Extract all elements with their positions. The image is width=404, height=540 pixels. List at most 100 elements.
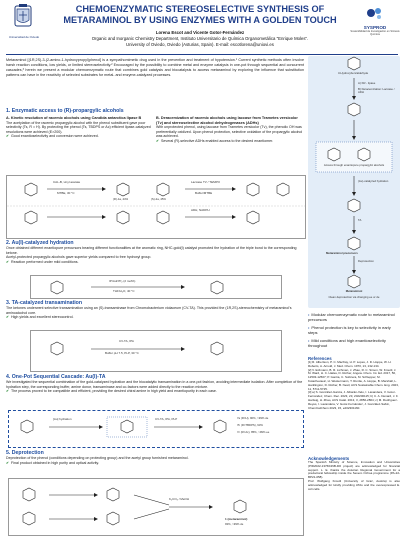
reference-item: [2] V. Erdmann, B. R. Lichman, J. Zhao, … [308,367,399,391]
scheme-1: CAL-B, vinyl acetate MTBE, 30 °C (R)-1a,… [6,175,306,239]
rp-start-label: 3-Hydroxybenzaldehyde [338,71,369,75]
reference-item: [1] R. Albertson, P. C. MacKay, H. P. Lo… [308,360,392,368]
sysprod-logo: SYSPROD Sostenibilidad de Investigación … [350,6,400,36]
section-1b-check: ✔Several (R)-selective ADHs enabled acce… [156,138,274,143]
title-line-2: METARAMINOL BY USING ENZYMES WITH A GOLD… [63,15,337,25]
scheme-3: CV-TA, IPA Buffer pH 7.5, PLP, 30 °C [30,330,282,372]
references: References [1] R. Albertson, P. C. MacKa… [308,356,400,410]
introduction: Metaraminol [(1R,2S)-3-(2-amino-1-hydrox… [6,58,304,77]
s4-result-2: 7b (R=TBDPS), 93% [237,423,263,427]
rp-final-label: Metaraminol [345,289,363,293]
scheme-4-drawing [20,416,227,438]
check-icon: ✔ [156,138,160,143]
affiliation: Organic and Inorganic Chemistry Departme… [91,36,309,41]
section-5: 5. Deprotection Deprotection of the phen… [6,450,304,465]
section-1b-title: B. Deracemization of racemic alcohols us… [156,116,298,125]
s3-reagents: CV-TA, IPA [119,339,134,343]
section-5-heading: 5. Deprotection [6,450,44,456]
rp-ta-label: TA [358,218,362,222]
section-5-text: Deprotection of the phenol (conditions d… [6,456,189,460]
check-icon: ✔ [6,315,10,319]
university-logo [6,4,40,34]
rp-hydration-label: (Au)-catalyzed hydration [358,179,389,183]
bullet-icon: • [308,325,310,330]
check-icon: ✔ [6,134,10,139]
section-1a-text: The acetylation of the racemic propargyl… [6,120,151,134]
section-2-heading: 2. Au(I)-catalyzed hydration [6,240,74,246]
brand-name: SYSPROD [363,25,387,30]
ack-heading: Acknowledgements [308,456,350,461]
reference-item: [3] a) S. González-García, J. Albarán-Ve… [308,390,399,410]
s3-conditions: Buffer pH 7.5, PLP, 30 °C [105,351,139,355]
ack-text: The Spanish Ministry of Science, Innovat… [308,460,400,480]
conclusion-item: •Modular chemoenzymatic route to metaram… [308,312,395,322]
section-4-check: ✔The process proved to be compatible and… [6,389,217,393]
s1b-reagent-3: ADH, NADPH [191,208,210,212]
rp-final-sub: Clean deprotection via changing ee or de [328,295,380,299]
section-3-check: ✔High yields and excellent stereocontrol… [6,315,74,319]
s4-step-2: CV-TA, IPA, PLP [155,417,178,421]
section-3-text: The ketones underwent selective transami… [6,306,292,315]
rp-step-b: B) Deracemization: Laccase / ADH [358,87,395,95]
rp-meta-label: Metaraminol precursors [326,251,358,255]
s1a-conditions: MTBE, 30 °C [57,191,75,195]
section-4-heading: 4. One-Pot Sequential Cascade: Au(I)-TA [6,374,106,380]
brand-subtitle: Sostenibilidad de Investigación en Sínte… [350,30,400,36]
section-4-text: We investigated the sequential combinati… [6,380,303,389]
rp-step-a: A) KR - lipase [358,81,376,85]
header-divider [6,54,398,55]
s1a-result-2: (S)-2a, 45% [151,197,166,201]
scheme-4: [Au] hydration CV-TA, IPA, PLP 7a (R=H),… [8,410,304,448]
references-heading: References [308,356,332,361]
section-3-heading: 3. TA-catalyzed transamination [6,300,83,306]
section-1a: A. Kinetic resolution of racemic alcohol… [6,116,152,139]
university-name: Universidad de Oviedo [8,35,40,39]
s5-reagents: K₂CO₃ / MeOH [169,497,190,501]
rp-deprot-label: Deprotection [358,259,374,263]
sysprod-icon [367,8,381,19]
scheme-2: IPrAuNTf₂ (2 mol%) THF/H₂O, 40 °C [30,275,282,299]
s1a-reagents: CAL-B, vinyl acetate [53,180,81,184]
rp-precursors-label: Access through enantiopure propargylic a… [323,163,385,167]
scheme-2-drawing [50,280,224,295]
s2-reagents: IPrAuNTf₂ (2 mol%) [109,279,136,283]
check-icon: ✔ [6,389,10,393]
s4-step-1: [Au] hydration [53,417,72,421]
section-1a-title: A. Kinetic resolution of racemic alcohol… [6,116,142,120]
acknowledgements: Acknowledgements The Spanish Ministry of… [308,456,400,491]
s5-product: 1 (metaraminol) [225,517,248,521]
poster-title: CHEMOENZYMATIC STEREOSELECTIVE SYNTHESIS… [55,4,345,26]
overview-panel: 3-Hydroxybenzaldehyde A) KR - lipase B) … [308,56,400,308]
section-2: 2. Au(I)-catalyzed hydration Once obtain… [6,240,304,264]
section-5-check: ✔Final product obtained in high purity a… [6,460,100,465]
check-icon: ✔ [6,259,10,264]
address: University of Oviedo, Oviedo (Asturias, … [126,42,274,47]
s4-result-1: 7a (R=H), 90%, >99% de [237,416,269,420]
s4-result-3: 7c (R=Ac), 85%, >99% ee [237,430,270,434]
conclusion-item: •Mild conditions and high enantioselecti… [308,338,386,348]
section-2-check: ✔Reaction performed under mild condition… [6,259,79,264]
title-line-1: CHEMOENZYMATIC STEREOSELECTIVE SYNTHESIS… [75,4,325,14]
section-1b: B. Deracemization of racemic alcohols us… [156,116,304,143]
section-2-text-2: Acetyl-protected propargylic alcohols ga… [6,255,152,259]
overview-flow-drawing [315,56,393,289]
scheme-5-drawing [22,487,247,526]
conclusion-item: •Phenol protection is key to selectivity… [308,325,391,335]
section-4: 4. One-Pot Sequential Cascade: Au(I)-TA … [6,374,304,394]
scheme-5: K₂CO₃ / MeOH 1 (metaraminol) 93%, >99% d… [8,478,304,536]
scheme-3-drawing [50,341,224,356]
section-1b-text: With unprotected phenol, using laccase f… [156,125,303,139]
bullet-icon: • [308,312,310,317]
poster-header: Universidad de Oviedo CHEMOENZYMATIC STE… [0,0,404,60]
s5-yield: 93%, >99% de [225,522,244,526]
s1b-reagent-1: Laccase TV / TEMPO [191,180,220,184]
section-2-text: Once obtained different enantiopure prec… [6,246,297,255]
section-3: 3. TA-catalyzed transamination The keton… [6,300,304,320]
section-1-heading: 1. Enzymatic access to (R)-propargylic a… [6,108,124,114]
conclusions: •Modular chemoenzymatic route to metaram… [308,312,400,351]
s1b-reagent-2: Buffer/MTBE [195,191,213,195]
authors-block: Lorena Escot and Vicente Gotor-Fernández… [55,30,345,48]
s2-conditions: THF/H₂O, 40 °C [113,289,135,293]
section-1a-check: ✔Good enantioselectivity and conversion … [6,134,99,139]
check-icon: ✔ [6,460,10,465]
